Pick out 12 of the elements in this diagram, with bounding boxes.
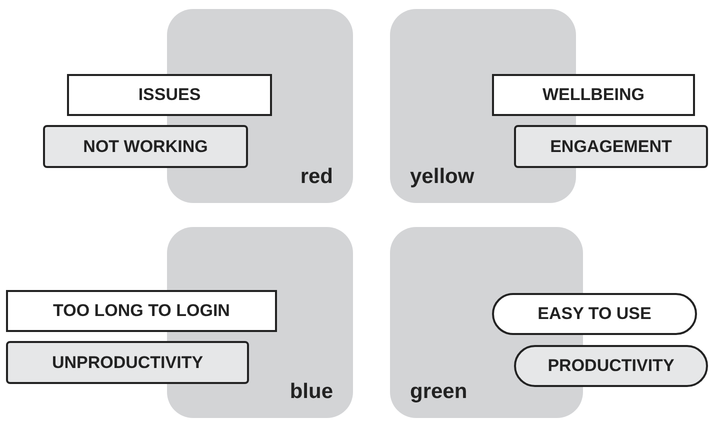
label-box: UNPRODUCTIVITY [6, 341, 249, 384]
quadrant-label: yellow [410, 165, 474, 189]
label-box: ENGAGEMENT [514, 125, 708, 168]
pill-label: PRODUCTIVITY [514, 345, 708, 387]
pill-label: EASY TO USE [492, 293, 697, 335]
quadrant-label: red [300, 165, 333, 189]
label-box: ISSUES [67, 74, 272, 116]
label-box: WELLBEING [492, 74, 695, 116]
label-box: TOO LONG TO LOGIN [6, 290, 277, 332]
label-box: NOT WORKING [43, 125, 248, 168]
quadrant-label: green [410, 380, 468, 404]
quadrant-label: blue [290, 380, 333, 404]
